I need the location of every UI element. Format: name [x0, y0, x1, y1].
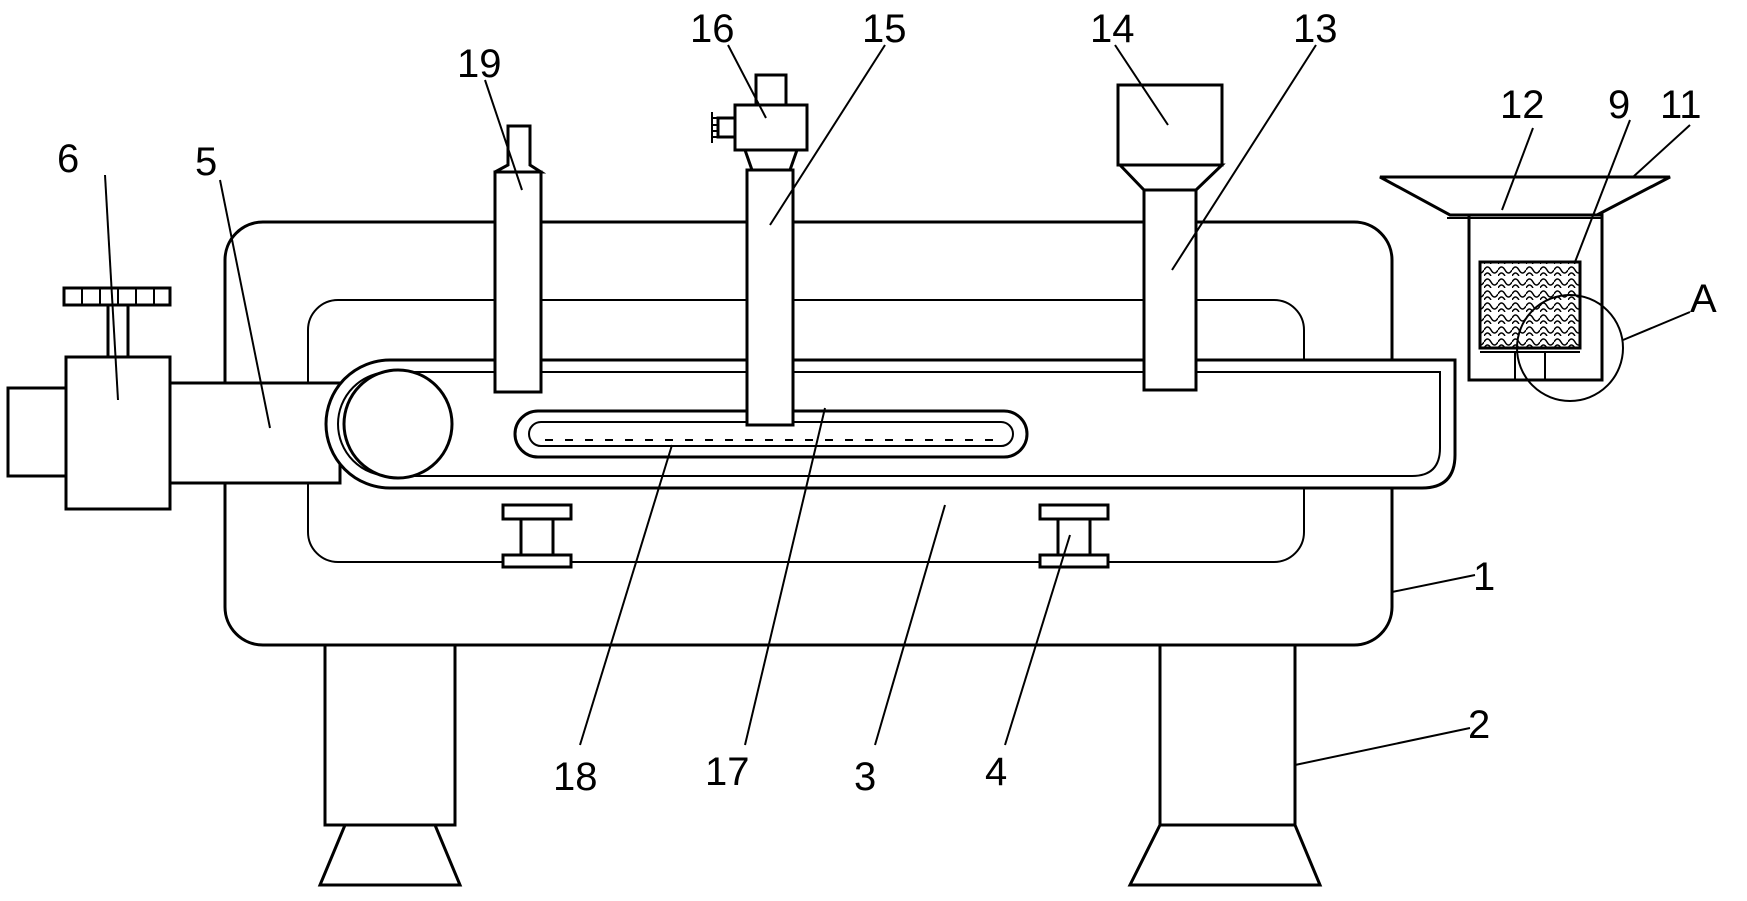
- column-19: [493, 170, 543, 394]
- leader-16: [727, 44, 767, 119]
- leader-5: [219, 179, 271, 429]
- head-block: [733, 103, 809, 152]
- label-14: 14: [1090, 7, 1135, 51]
- leader-12: [1501, 127, 1534, 211]
- conveyor-track-inner: [337, 371, 1441, 477]
- filter-mesh: [1478, 260, 1582, 350]
- label-1: 1: [1473, 555, 1495, 599]
- support-left: [501, 503, 573, 569]
- label-3: 3: [854, 755, 876, 799]
- leg-right: [1127, 643, 1323, 887]
- label-18: 18: [553, 755, 598, 799]
- label-4: 4: [985, 750, 1007, 794]
- hopper: [1379, 175, 1671, 217]
- column-13: [1142, 188, 1198, 392]
- pipe-end: [6, 386, 70, 478]
- label-16: 16: [690, 7, 735, 51]
- leader-3: [874, 504, 946, 746]
- adjust-knob: [711, 112, 737, 143]
- valve-stem: [106, 303, 130, 359]
- label-13: 13: [1293, 7, 1338, 51]
- label-12: 12: [1500, 83, 1545, 127]
- leader-2: [1294, 727, 1471, 766]
- leader-13: [1171, 44, 1317, 271]
- leader-18: [579, 444, 673, 746]
- support-right: [1038, 503, 1110, 569]
- column-15: [745, 168, 795, 427]
- leader-15: [769, 44, 886, 226]
- box-14: [1116, 83, 1224, 167]
- label-9: 9: [1608, 83, 1630, 127]
- label-a: A: [1690, 277, 1717, 321]
- column-15-neck: [742, 148, 800, 172]
- label-11: 11: [1660, 83, 1702, 127]
- detail-circle-a: [1516, 294, 1624, 402]
- leader-11: [1632, 124, 1691, 178]
- leader-17: [744, 407, 826, 746]
- head-cap: [754, 73, 788, 107]
- leader-14: [1114, 44, 1169, 126]
- column-19-nozzle: [494, 124, 547, 174]
- label-15: 15: [862, 7, 907, 51]
- leader-9: [1574, 119, 1631, 263]
- label-5: 5: [195, 140, 217, 184]
- leader-4: [1004, 534, 1071, 746]
- label-2: 2: [1468, 703, 1490, 747]
- leader-6: [104, 174, 119, 401]
- leader-a: [1622, 311, 1691, 341]
- valve-handwheel: [62, 286, 172, 307]
- label-17: 17: [705, 750, 750, 794]
- drive-roller: [342, 368, 454, 480]
- leader-1: [1391, 574, 1476, 593]
- valve-body: [64, 355, 172, 511]
- label-19: 19: [457, 42, 502, 86]
- leader-19: [484, 79, 523, 191]
- label-6: 6: [57, 137, 79, 181]
- column-13-neck: [1116, 163, 1226, 192]
- leg-left: [317, 643, 463, 887]
- pipe: [168, 381, 342, 485]
